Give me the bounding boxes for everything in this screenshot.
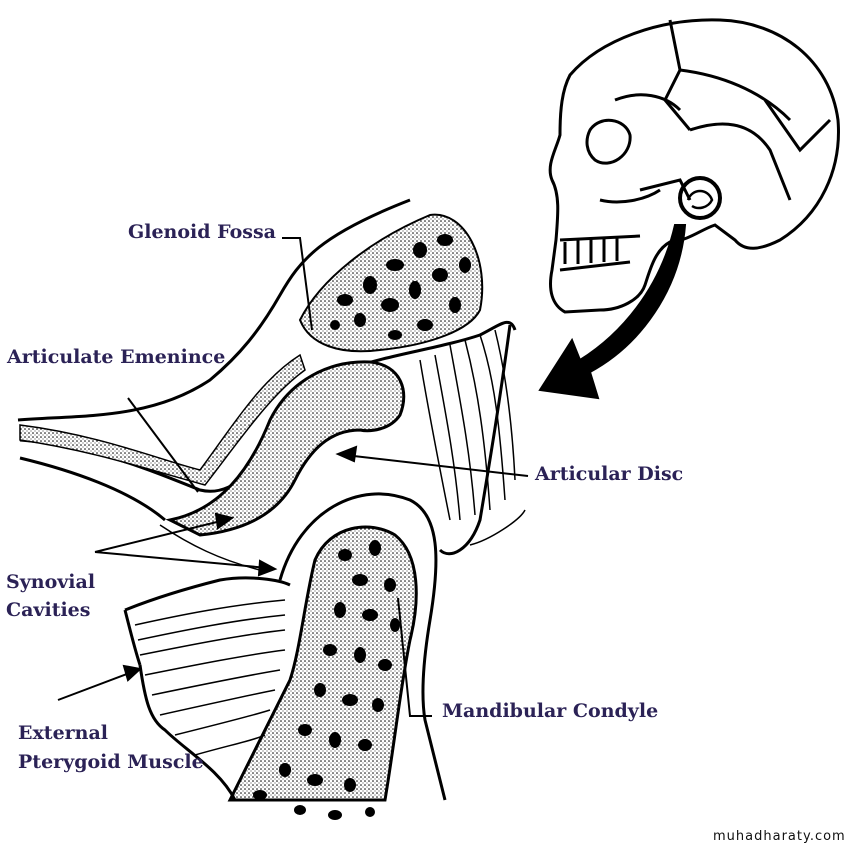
- articulate-eminence-leader: [127, 397, 199, 493]
- pterygoid-muscle: [123, 524, 291, 801]
- synovial-arrowhead-upper: [214, 512, 235, 530]
- glenoid-fossa-leader: [282, 237, 313, 331]
- label-mandibular-condyle: Mandibular Condyle: [442, 700, 659, 722]
- label-articulate-eminence: Articulate Emenince: [7, 346, 226, 368]
- label-synovial-cavities-line2: Cavities: [6, 599, 91, 621]
- articular-disc-arrowhead: [335, 445, 358, 463]
- mandibular-condyle-bone: [227, 492, 447, 820]
- label-external-pterygoid-line2: Pterygoid Muscle: [18, 751, 204, 773]
- label-synovial-cavities-line1: Synovial: [6, 571, 96, 593]
- skull-drawing: [548, 18, 840, 314]
- articular-disc: [165, 360, 406, 537]
- spongy-bone-upper: [298, 213, 484, 353]
- direction-arrow: [538, 224, 687, 400]
- mandibular-condyle-leader: [397, 597, 432, 717]
- synovial-leader-upper: [94, 519, 226, 553]
- pterygoid-leader: [57, 671, 133, 701]
- synovial-arrowhead-lower: [257, 559, 278, 577]
- articular-disc-leader: [344, 454, 529, 477]
- leader-lines: [57, 237, 529, 717]
- joint-capsule: [419, 324, 526, 556]
- cortical-strip: [19, 353, 306, 486]
- label-external-pterygoid-line1: External: [18, 722, 109, 744]
- pterygoid-arrowhead: [122, 664, 143, 682]
- synovial-leader-lower: [94, 551, 269, 569]
- watermark: muhadharaty.com: [713, 829, 846, 844]
- label-glenoid-fossa: Glenoid Fossa: [128, 221, 276, 243]
- label-articular-disc: Articular Disc: [535, 463, 684, 485]
